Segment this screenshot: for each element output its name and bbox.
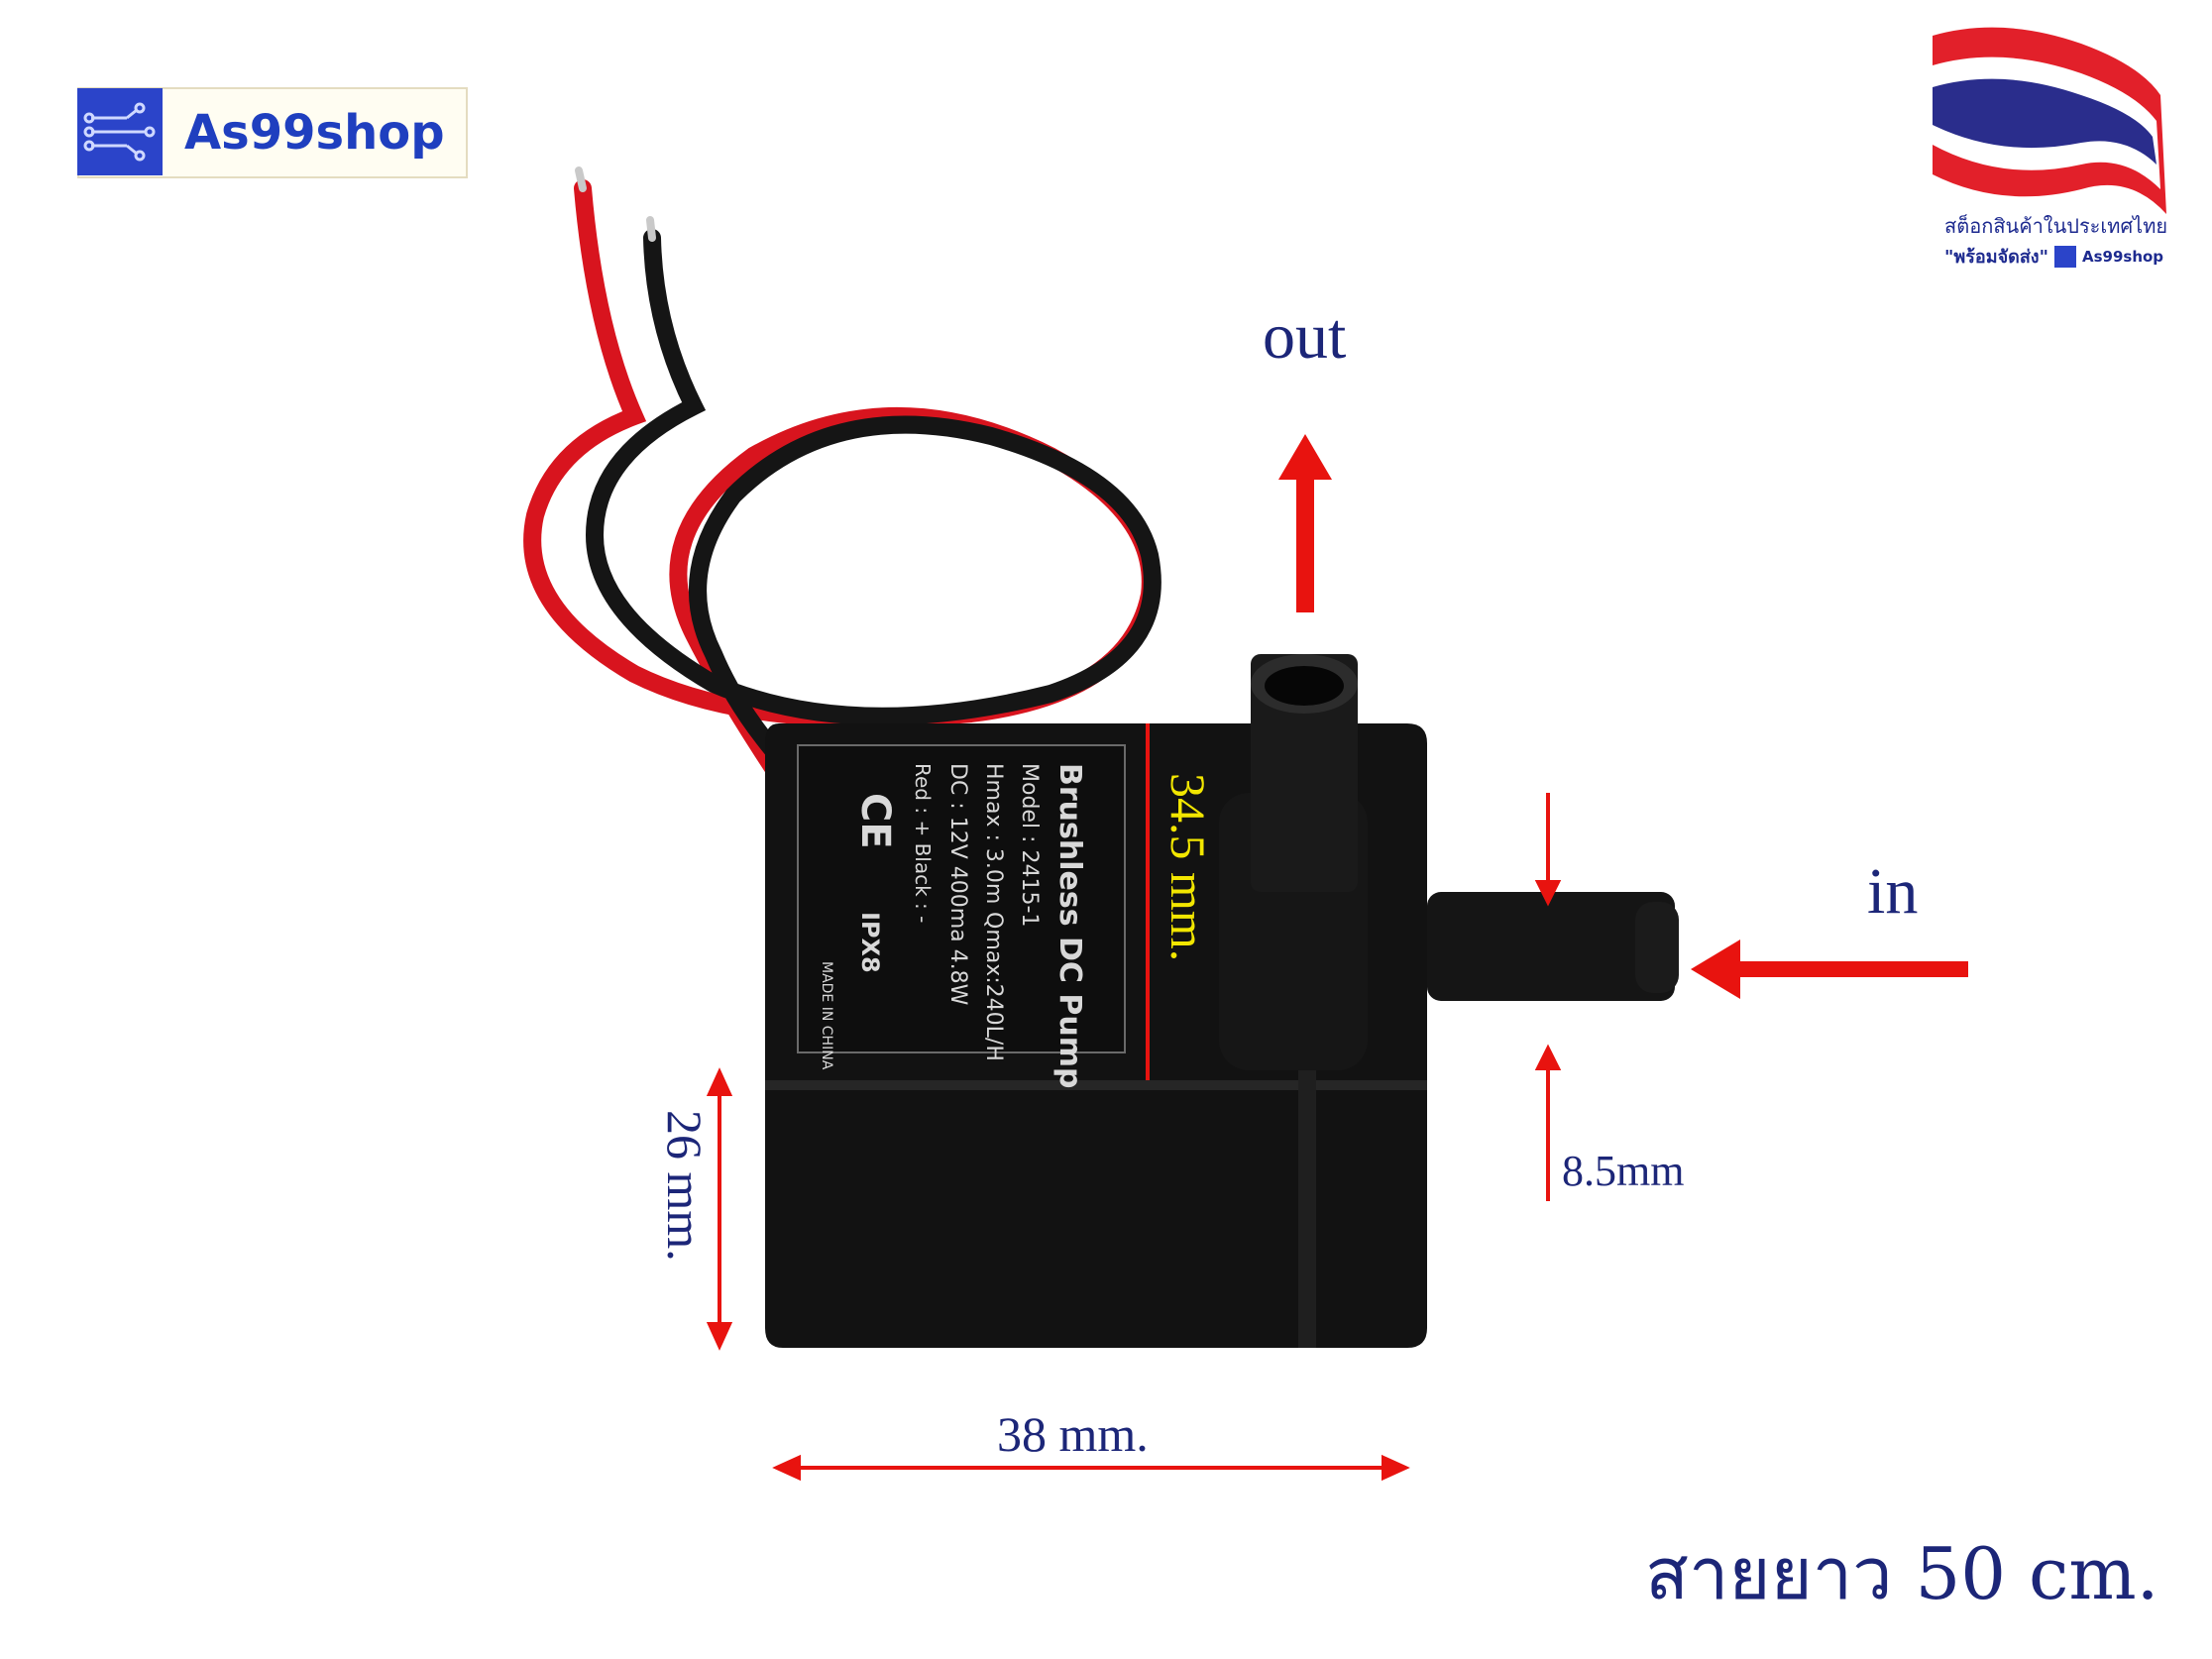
pump-model: Model : 2415-1	[1017, 763, 1042, 927]
pump-hmax: Hmax : 3.0m	[981, 763, 1006, 904]
pump-body	[765, 654, 1679, 1348]
out-label: out	[1263, 300, 1347, 373]
mini-brand: As99shop	[2081, 247, 2164, 266]
width-label: 38 mm.	[997, 1406, 1149, 1462]
height-body-label: 26 mm.	[657, 1110, 713, 1262]
ready-to-ship: "พร้อมจัดส่ง" As99shop	[1944, 242, 2163, 271]
pump-qmax: Qmax:240L/H	[981, 912, 1006, 1061]
mini-logo-icon	[2053, 245, 2076, 268]
power-wires	[523, 166, 1161, 792]
cable-length-label: สายยาว 50 cm.	[1645, 1532, 2159, 1615]
pump-label: Brushless DC Pump Model : 2415-1 Hmax : …	[819, 763, 1087, 1088]
pump-dc: DC : 12V 400ma 4.8W	[945, 763, 970, 1006]
thai-flag-icon	[1933, 27, 2166, 214]
ready-label: "พร้อมจัดส่ง"	[1944, 247, 2048, 268]
pump-title: Brushless DC Pump	[1052, 763, 1087, 1088]
brand-logo: As99shop	[77, 87, 468, 178]
pump-wires: Red : + Black : -	[911, 763, 935, 923]
dimension-lines	[706, 723, 1562, 1482]
made-in: MADE IN CHINA	[819, 961, 834, 1070]
out-arrow-icon	[1278, 434, 1332, 612]
height-total-label: 34.5 mm.	[1161, 773, 1216, 962]
circuit-icon	[77, 88, 163, 175]
ce-mark: CE	[852, 793, 898, 849]
brand-name: As99shop	[184, 105, 445, 161]
in-label: in	[1867, 855, 1919, 928]
inlet-diameter-label: 8.5mm	[1562, 1147, 1685, 1195]
stock-note: สต็อกสินค้าในประเทศไทย	[1944, 214, 2168, 238]
in-arrow-icon	[1691, 940, 1968, 999]
ipx-rating: IPX8	[856, 912, 884, 973]
